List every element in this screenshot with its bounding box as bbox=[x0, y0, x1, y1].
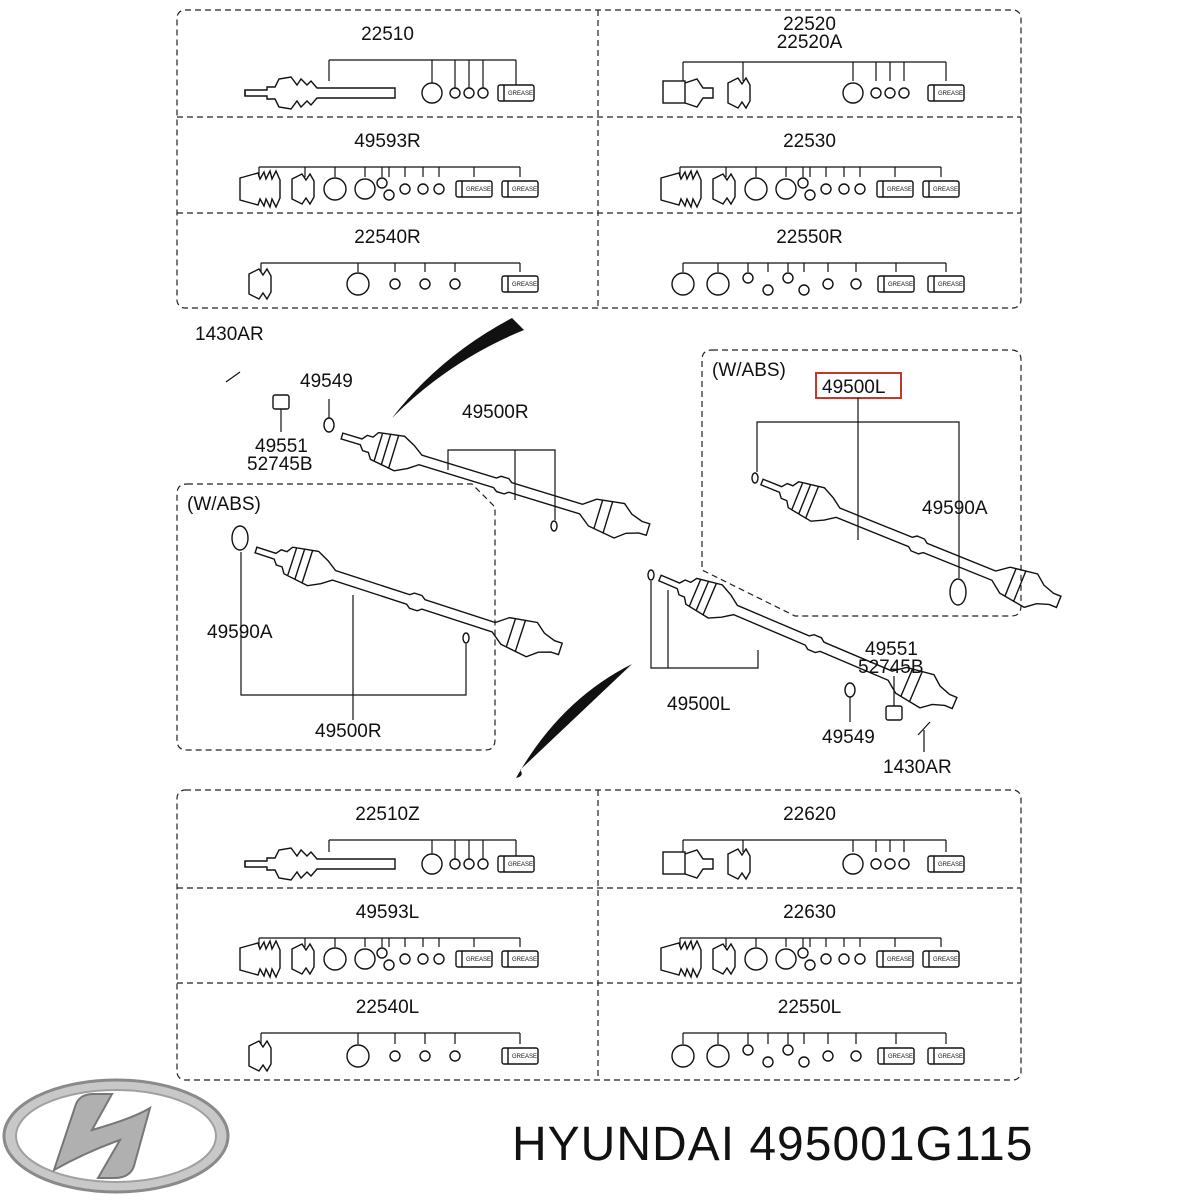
center-assembly bbox=[176, 318, 1067, 778]
top-kit-table bbox=[176, 9, 1022, 309]
nut-r bbox=[272, 394, 290, 410]
grease-label: GREASE bbox=[933, 187, 958, 193]
kit-22510Z: 22510Z GREASE bbox=[244, 804, 535, 881]
kit-label: 22540R bbox=[354, 227, 421, 248]
kit-49593L: 49593L GREASE GREASE bbox=[239, 902, 539, 978]
grease-label: GREASE bbox=[938, 862, 963, 868]
abs-box-left bbox=[176, 483, 496, 751]
grease-label: GREASE bbox=[508, 862, 533, 868]
kit-label: 22520 bbox=[783, 14, 836, 35]
kit-label: 22540L bbox=[356, 997, 419, 1018]
grease-label: GREASE bbox=[512, 282, 537, 288]
grease-label: GREASE bbox=[466, 957, 491, 963]
abs-ring-left bbox=[231, 525, 249, 551]
label-49549-top: 49549 bbox=[300, 371, 353, 392]
label-49500r-main: 49500R bbox=[462, 402, 529, 423]
label-49500l-main: 49500L bbox=[667, 694, 730, 715]
kit-22540L: 22540L GREASE bbox=[248, 997, 539, 1072]
label-1430ar-bottom: 1430AR bbox=[883, 757, 952, 778]
kit-22550L: 22550L GREASE GREASE bbox=[671, 997, 965, 1068]
label-49549-bottom: 49549 bbox=[822, 727, 875, 748]
abs-ring-right bbox=[949, 578, 967, 606]
sweep-arrow-top bbox=[392, 318, 524, 418]
grease-label: GREASE bbox=[938, 91, 963, 97]
grease-label: GREASE bbox=[938, 1054, 963, 1060]
kit-label: 49593L bbox=[356, 902, 419, 923]
label-abs-right: (W/ABS) bbox=[712, 360, 786, 381]
bolt-r bbox=[225, 371, 241, 383]
grease-label: GREASE bbox=[512, 957, 537, 963]
label-49551-bottom: 49551 bbox=[865, 639, 918, 660]
grease-label: GREASE bbox=[466, 187, 491, 193]
driveshaft-49500l-abs bbox=[754, 464, 1067, 620]
nut-l bbox=[885, 705, 903, 721]
grease-label: GREASE bbox=[512, 187, 537, 193]
label-52745b-top: 52745B bbox=[247, 454, 313, 475]
label-49500l-highlight: 49500L bbox=[822, 377, 885, 398]
label-52745b-bottom: 52745B bbox=[858, 657, 924, 678]
label-49590a-left: 49590A bbox=[207, 622, 273, 643]
grease-label: GREASE bbox=[512, 1054, 537, 1060]
kit-label: 22510Z bbox=[355, 804, 420, 825]
callouts: 1430AR 49549 49551 52745B 49500R (W/ABS)… bbox=[187, 324, 988, 778]
driveshaft-49500r-abs bbox=[249, 532, 567, 667]
kit-label: 22550R bbox=[776, 227, 843, 248]
bottom-kit-table bbox=[176, 789, 1022, 1081]
bolt-l bbox=[917, 721, 931, 736]
grease-label: GREASE bbox=[888, 282, 913, 288]
label-abs-left: (W/ABS) bbox=[187, 494, 261, 515]
label-1430ar-top: 1430AR bbox=[195, 324, 264, 345]
hyundai-logo bbox=[2, 1078, 230, 1194]
kit-label: 22530 bbox=[783, 131, 836, 152]
ring-l bbox=[844, 682, 856, 698]
kit-label: 22620 bbox=[783, 804, 836, 825]
kit-22550R: 22550R GREASE GREASE bbox=[671, 227, 965, 296]
abs-box-right bbox=[701, 349, 1022, 617]
grease-label: GREASE bbox=[888, 1054, 913, 1060]
label-49551-top: 49551 bbox=[255, 436, 308, 457]
label-49590a-right: 49590A bbox=[922, 498, 988, 519]
kit-label: 22510 bbox=[361, 24, 414, 45]
kit-label: 22630 bbox=[783, 902, 836, 923]
brand-caption: HYUNDAI 495001G115 bbox=[512, 1118, 1033, 1171]
kit-label: 22520A bbox=[777, 32, 843, 53]
kit-22540R: 22540R GREASE bbox=[248, 227, 539, 300]
ring-r bbox=[323, 417, 335, 433]
label-49500r-abs: 49500R bbox=[315, 721, 382, 742]
grease-label: GREASE bbox=[887, 187, 912, 193]
grease-label: GREASE bbox=[933, 957, 958, 963]
kit-49593R: 49593R GREASE GREASE bbox=[239, 131, 539, 208]
grease-label: GREASE bbox=[508, 91, 533, 97]
sweep-arrow-bottom bbox=[516, 664, 632, 778]
driveshaft-49500r bbox=[336, 418, 654, 548]
grease-label: GREASE bbox=[938, 282, 963, 288]
grease-label: GREASE bbox=[887, 957, 912, 963]
kit-label: 49593R bbox=[354, 131, 421, 152]
kit-label: 22550L bbox=[778, 997, 841, 1018]
